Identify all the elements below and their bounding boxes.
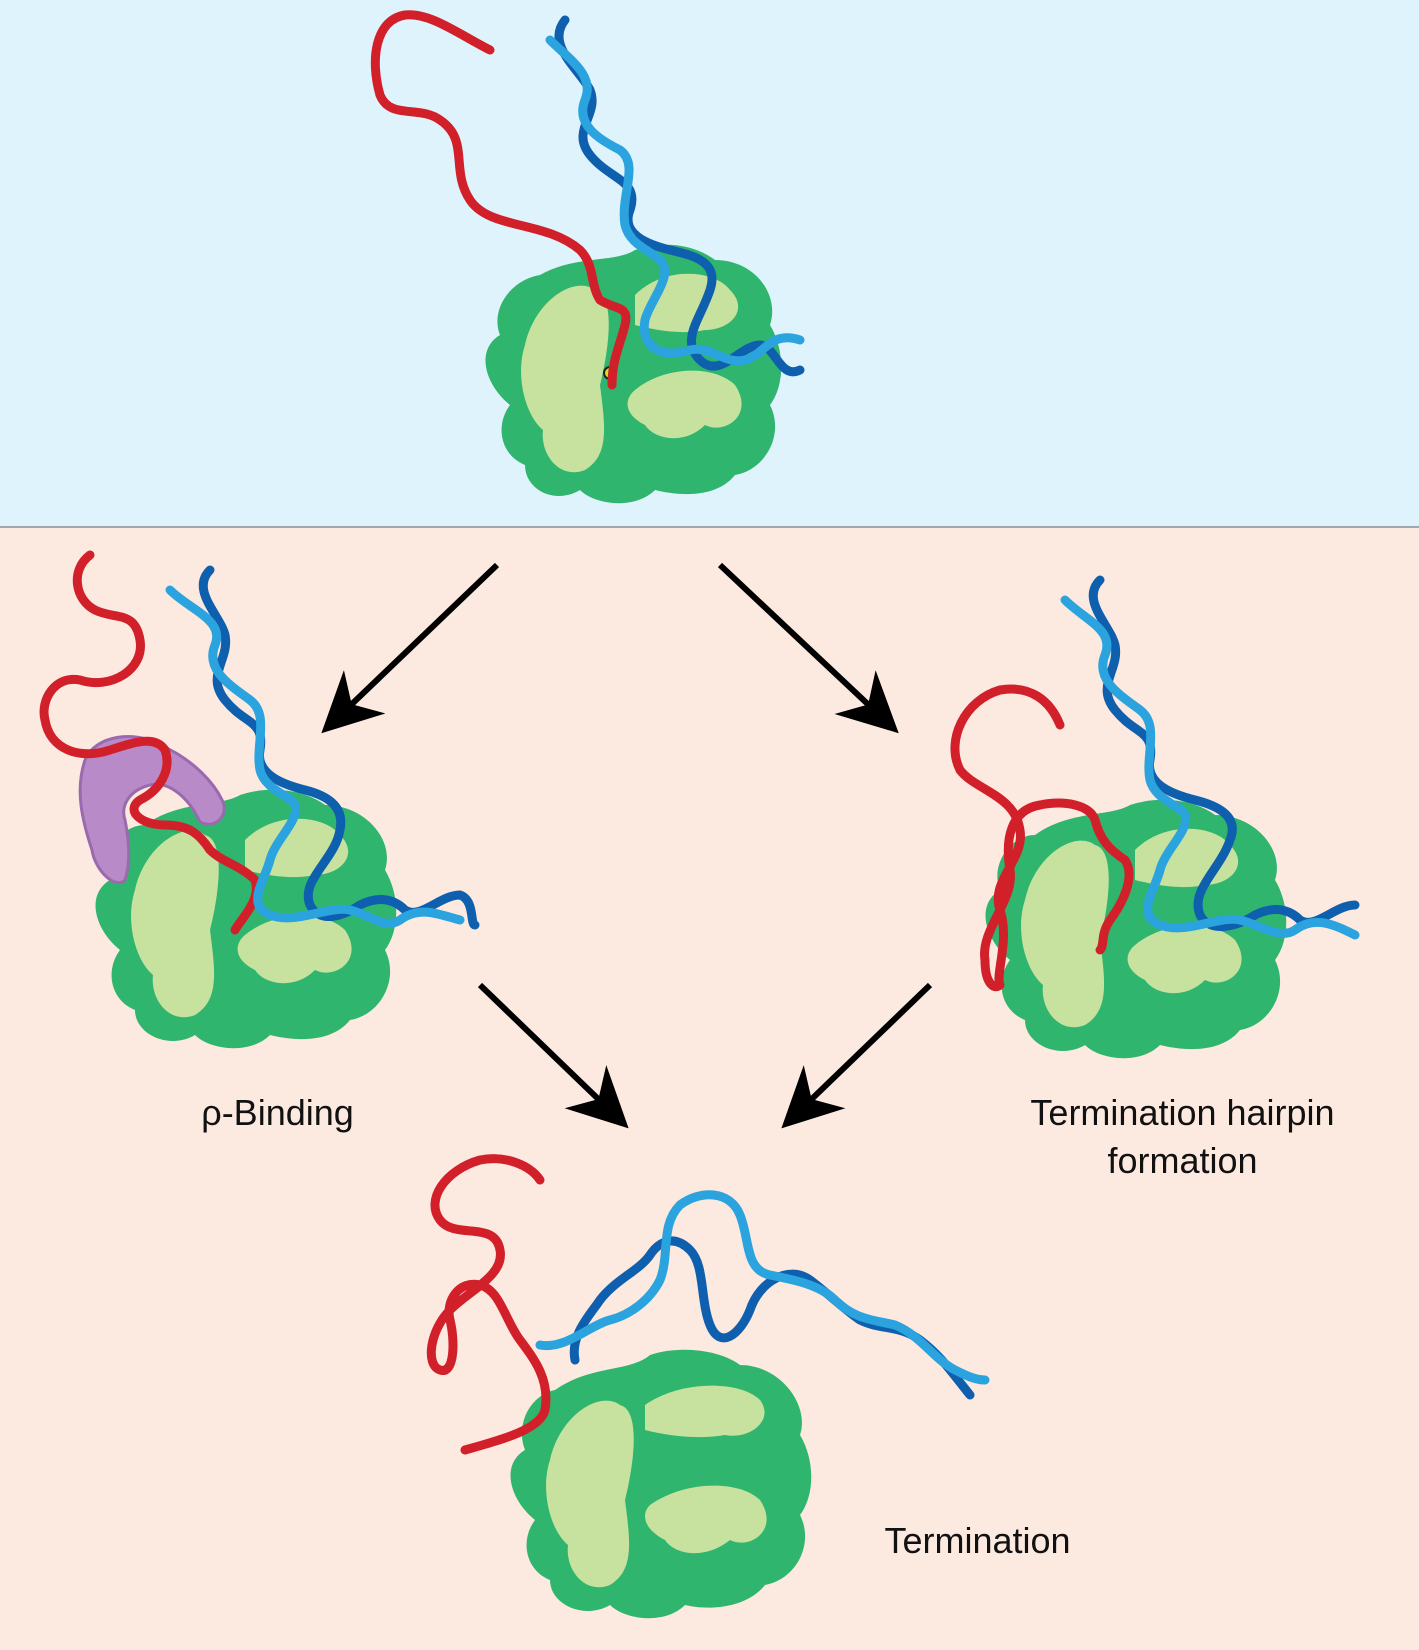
hairpin-label-line1: Termination hairpin bbox=[1030, 1092, 1335, 1133]
rna-polymerase-subunit-upper bbox=[645, 1385, 765, 1438]
elongation-complex bbox=[485, 244, 782, 504]
dna-nontemplate-strand-right bbox=[1060, 595, 1360, 940]
dna-duplex-left bbox=[165, 565, 480, 930]
dna-template-strand-top bbox=[554, 15, 805, 377]
dna-nontemplate-strand-top bbox=[545, 35, 805, 366]
termination-label: Termination bbox=[884, 1520, 1071, 1561]
released-polymerase bbox=[510, 1349, 812, 1619]
arrow-rho-to-termination bbox=[477, 982, 629, 1129]
nascent-rna-left bbox=[39, 550, 261, 935]
nascent-rna-top bbox=[370, 10, 631, 390]
released-dna-duplex bbox=[535, 1190, 990, 1400]
hairpin-complex bbox=[985, 799, 1287, 1059]
rna-polymerase-subunit-lower bbox=[1127, 925, 1242, 994]
dna-duplex-top bbox=[545, 15, 805, 377]
rna-polymerase-subunit-left bbox=[1021, 840, 1109, 1028]
rna-polymerase-subunit-left bbox=[521, 285, 609, 473]
released-rna bbox=[426, 1154, 551, 1455]
rna-hairpin-right bbox=[950, 684, 1134, 992]
arrow-to-rho-binding bbox=[321, 562, 500, 734]
rna-polymerase-subunit-lower bbox=[627, 370, 742, 439]
dna-template-strand-right bbox=[1088, 575, 1360, 932]
arrow-hairpin-to-termination bbox=[781, 982, 933, 1129]
hairpin-label-line2: formation bbox=[1107, 1140, 1258, 1181]
arrow-to-hairpin bbox=[717, 562, 899, 734]
rna-polymerase-subunit-lower bbox=[237, 915, 352, 984]
rna-polymerase-subunit-lower bbox=[645, 1485, 767, 1554]
rna-polymerase-subunit-left bbox=[131, 830, 219, 1018]
dna-nontemplate-strand-bottom bbox=[535, 1190, 990, 1385]
rho-binding-label: ρ-Binding bbox=[201, 1092, 354, 1133]
rna-polymerase-subunit-left bbox=[546, 1400, 634, 1588]
dna-duplex-right bbox=[1060, 575, 1360, 940]
dna-nontemplate-strand-left bbox=[165, 585, 465, 928]
